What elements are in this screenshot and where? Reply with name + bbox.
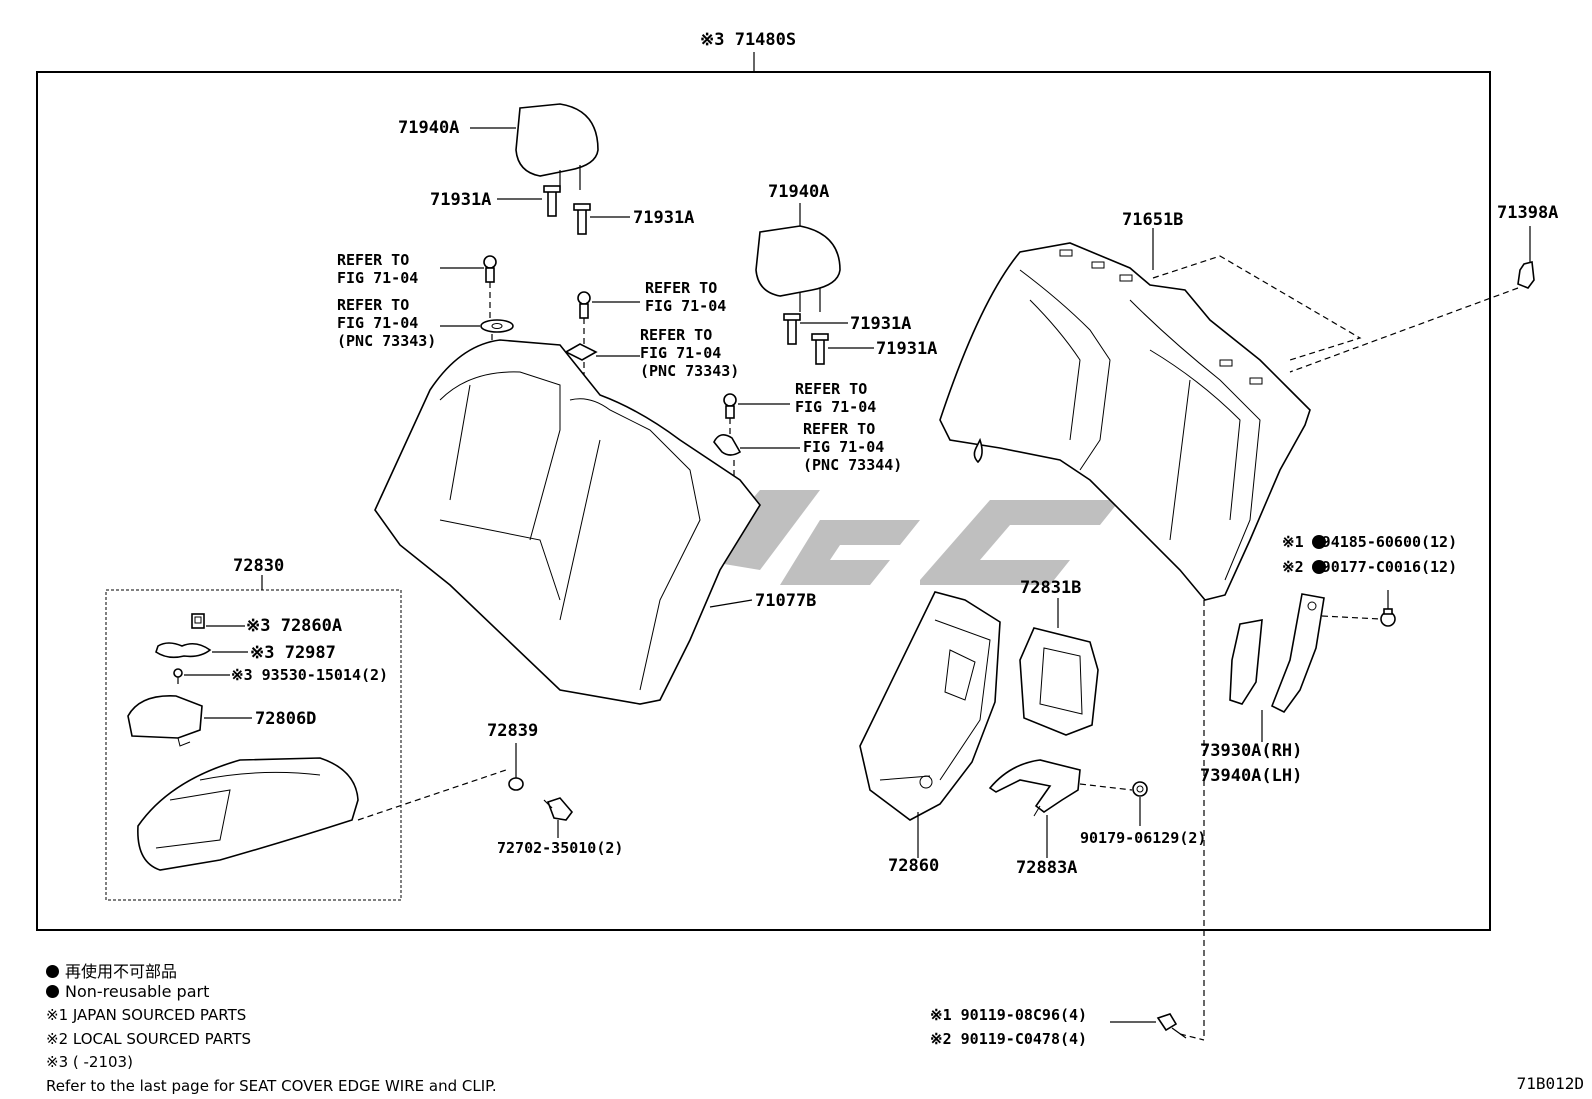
- non-reusable-dot-2: [1312, 560, 1326, 574]
- bolt-lower[interactable]: [1156, 1013, 1187, 1039]
- clip-plate-r4[interactable]: [564, 343, 598, 361]
- callout-hook[interactable]: 71398A: [1497, 203, 1558, 223]
- callout-guide-center-b[interactable]: 71931A: [876, 339, 937, 359]
- callout-guide-left-b[interactable]: 71931A: [633, 208, 694, 228]
- refer-note-6-line3[interactable]: (PNC 73344): [803, 456, 902, 474]
- callout-bolt-b[interactable]: ※2 ●90177-C0016(12): [1282, 558, 1457, 576]
- armrest-body[interactable]: [137, 757, 359, 871]
- armrest-screw[interactable]: [173, 668, 183, 684]
- guide-left-b[interactable]: [573, 203, 591, 235]
- bullet-icon: [46, 985, 59, 998]
- callout-trim-lh[interactable]: 73940A(LH): [1200, 766, 1302, 786]
- guide-left-a[interactable]: [543, 185, 561, 217]
- legend-non-reusable-jp: 再使用不可部品: [46, 958, 177, 982]
- non-reusable-dot-1: [1312, 535, 1326, 549]
- refer-note-4-line3[interactable]: (PNC 73343): [640, 362, 739, 380]
- callout-armrest-bracket[interactable]: 72860: [888, 856, 939, 876]
- callout-nut[interactable]: 90179-06129(2): [1080, 829, 1206, 847]
- assembly-frame: [36, 71, 1491, 931]
- callout-hinge[interactable]: 72883A: [1016, 858, 1077, 878]
- refer-note-2-line2[interactable]: FIG 71-04: [337, 314, 418, 332]
- bullet-icon: [46, 965, 59, 978]
- callout-headrest-left[interactable]: 71940A: [398, 118, 459, 138]
- callout-armrest-part-b[interactable]: ※3 72987: [250, 643, 336, 663]
- refer-note-2-line1[interactable]: REFER TO: [337, 296, 409, 314]
- seatback-frame[interactable]: [374, 339, 761, 705]
- hook[interactable]: [1517, 261, 1535, 289]
- legend-non-reusable-en: Non-reusable part: [46, 982, 209, 1001]
- legend-non-reusable-jp-text: 再使用不可部品: [65, 962, 178, 981]
- callout-seatback-frame[interactable]: 71077B: [755, 591, 816, 611]
- refer-note-2-line3[interactable]: (PNC 73343): [337, 332, 436, 350]
- callout-headrest-center[interactable]: 71940A: [768, 182, 829, 202]
- guide-center-a[interactable]: [783, 313, 801, 345]
- armrest-screw-72702[interactable]: [543, 797, 574, 821]
- refer-note-4-line1[interactable]: REFER TO: [640, 326, 712, 344]
- refer-note-3-line1[interactable]: REFER TO: [645, 279, 717, 297]
- callout-armrest-part-c[interactable]: ※3 93530-15014(2): [231, 666, 388, 684]
- armrest-lid[interactable]: [127, 695, 203, 747]
- callout-armrest-part-d[interactable]: 72806D: [255, 709, 316, 729]
- legend-non-reusable-en-text: Non-reusable part: [65, 982, 210, 1001]
- callout-armrest-part-a[interactable]: ※3 72860A: [246, 616, 342, 636]
- legend-note-1: ※1 JAPAN SOURCED PARTS: [46, 1006, 247, 1024]
- refer-note-4-line2[interactable]: FIG 71-04: [640, 344, 721, 362]
- callout-armrest-assy[interactable]: 72830: [233, 556, 284, 576]
- armrest-bracket[interactable]: [859, 591, 1001, 821]
- clip-screw-r5[interactable]: [723, 393, 737, 419]
- callout-seatback-cover[interactable]: 71651B: [1122, 210, 1183, 230]
- clip-plate-r2[interactable]: [480, 319, 514, 333]
- refer-note-5-line1[interactable]: REFER TO: [795, 380, 867, 398]
- hinge[interactable]: [988, 759, 1081, 817]
- clip-screw-r3[interactable]: [577, 291, 591, 319]
- callout-trim-rh[interactable]: 73930A(RH): [1200, 741, 1302, 761]
- callout-armrest-screw[interactable]: 72702-35010(2): [497, 839, 623, 857]
- callout-guide-left-a[interactable]: 71931A: [430, 190, 491, 210]
- nut[interactable]: [1132, 781, 1148, 797]
- trim-lh[interactable]: [1270, 593, 1325, 714]
- callout-bolt-a[interactable]: ※1 ●94185-60600(12): [1282, 533, 1457, 551]
- armrest-clip[interactable]: [191, 613, 205, 629]
- callout-armrest-stopper[interactable]: 72839: [487, 721, 538, 741]
- assembly-label[interactable]: ※3 71480S: [700, 30, 796, 50]
- refer-note-5-line2[interactable]: FIG 71-04: [795, 398, 876, 416]
- guide-center-b[interactable]: [811, 333, 829, 365]
- headrest-left[interactable]: [515, 103, 599, 190]
- refer-note-6-line2[interactable]: FIG 71-04: [803, 438, 884, 456]
- clip-screw-r1[interactable]: [483, 255, 497, 283]
- callout-bolt-d[interactable]: ※2 90119-C0478(4): [930, 1030, 1087, 1048]
- callout-armrest-frame[interactable]: 72831B: [1020, 578, 1081, 598]
- armrest-pad[interactable]: [155, 642, 212, 659]
- armrest-box: [105, 589, 402, 901]
- refer-note-1-line1[interactable]: REFER TO: [337, 251, 409, 269]
- seatback-cover[interactable]: [939, 242, 1311, 601]
- refer-note-3-line2[interactable]: FIG 71-04: [645, 297, 726, 315]
- legend-footer: Refer to the last page for SEAT COVER ED…: [46, 1077, 497, 1095]
- bolt-upper[interactable]: [1380, 608, 1396, 627]
- figure-id: 71B012D: [1516, 1074, 1584, 1093]
- legend-note-3: ※3 ( -2103): [46, 1053, 133, 1071]
- armrest-frame[interactable]: [1019, 627, 1099, 736]
- trim-rh[interactable]: [1229, 619, 1263, 705]
- callout-bolt-c[interactable]: ※1 90119-08C96(4): [930, 1006, 1087, 1024]
- clip-plate-r6[interactable]: [713, 434, 742, 456]
- refer-note-6-line1[interactable]: REFER TO: [803, 420, 875, 438]
- refer-note-1-line2[interactable]: FIG 71-04: [337, 269, 418, 287]
- headrest-center[interactable]: [755, 225, 841, 312]
- legend-note-2: ※2 LOCAL SOURCED PARTS: [46, 1030, 251, 1048]
- armrest-stopper[interactable]: [508, 777, 524, 791]
- callout-guide-center-a[interactable]: 71931A: [850, 314, 911, 334]
